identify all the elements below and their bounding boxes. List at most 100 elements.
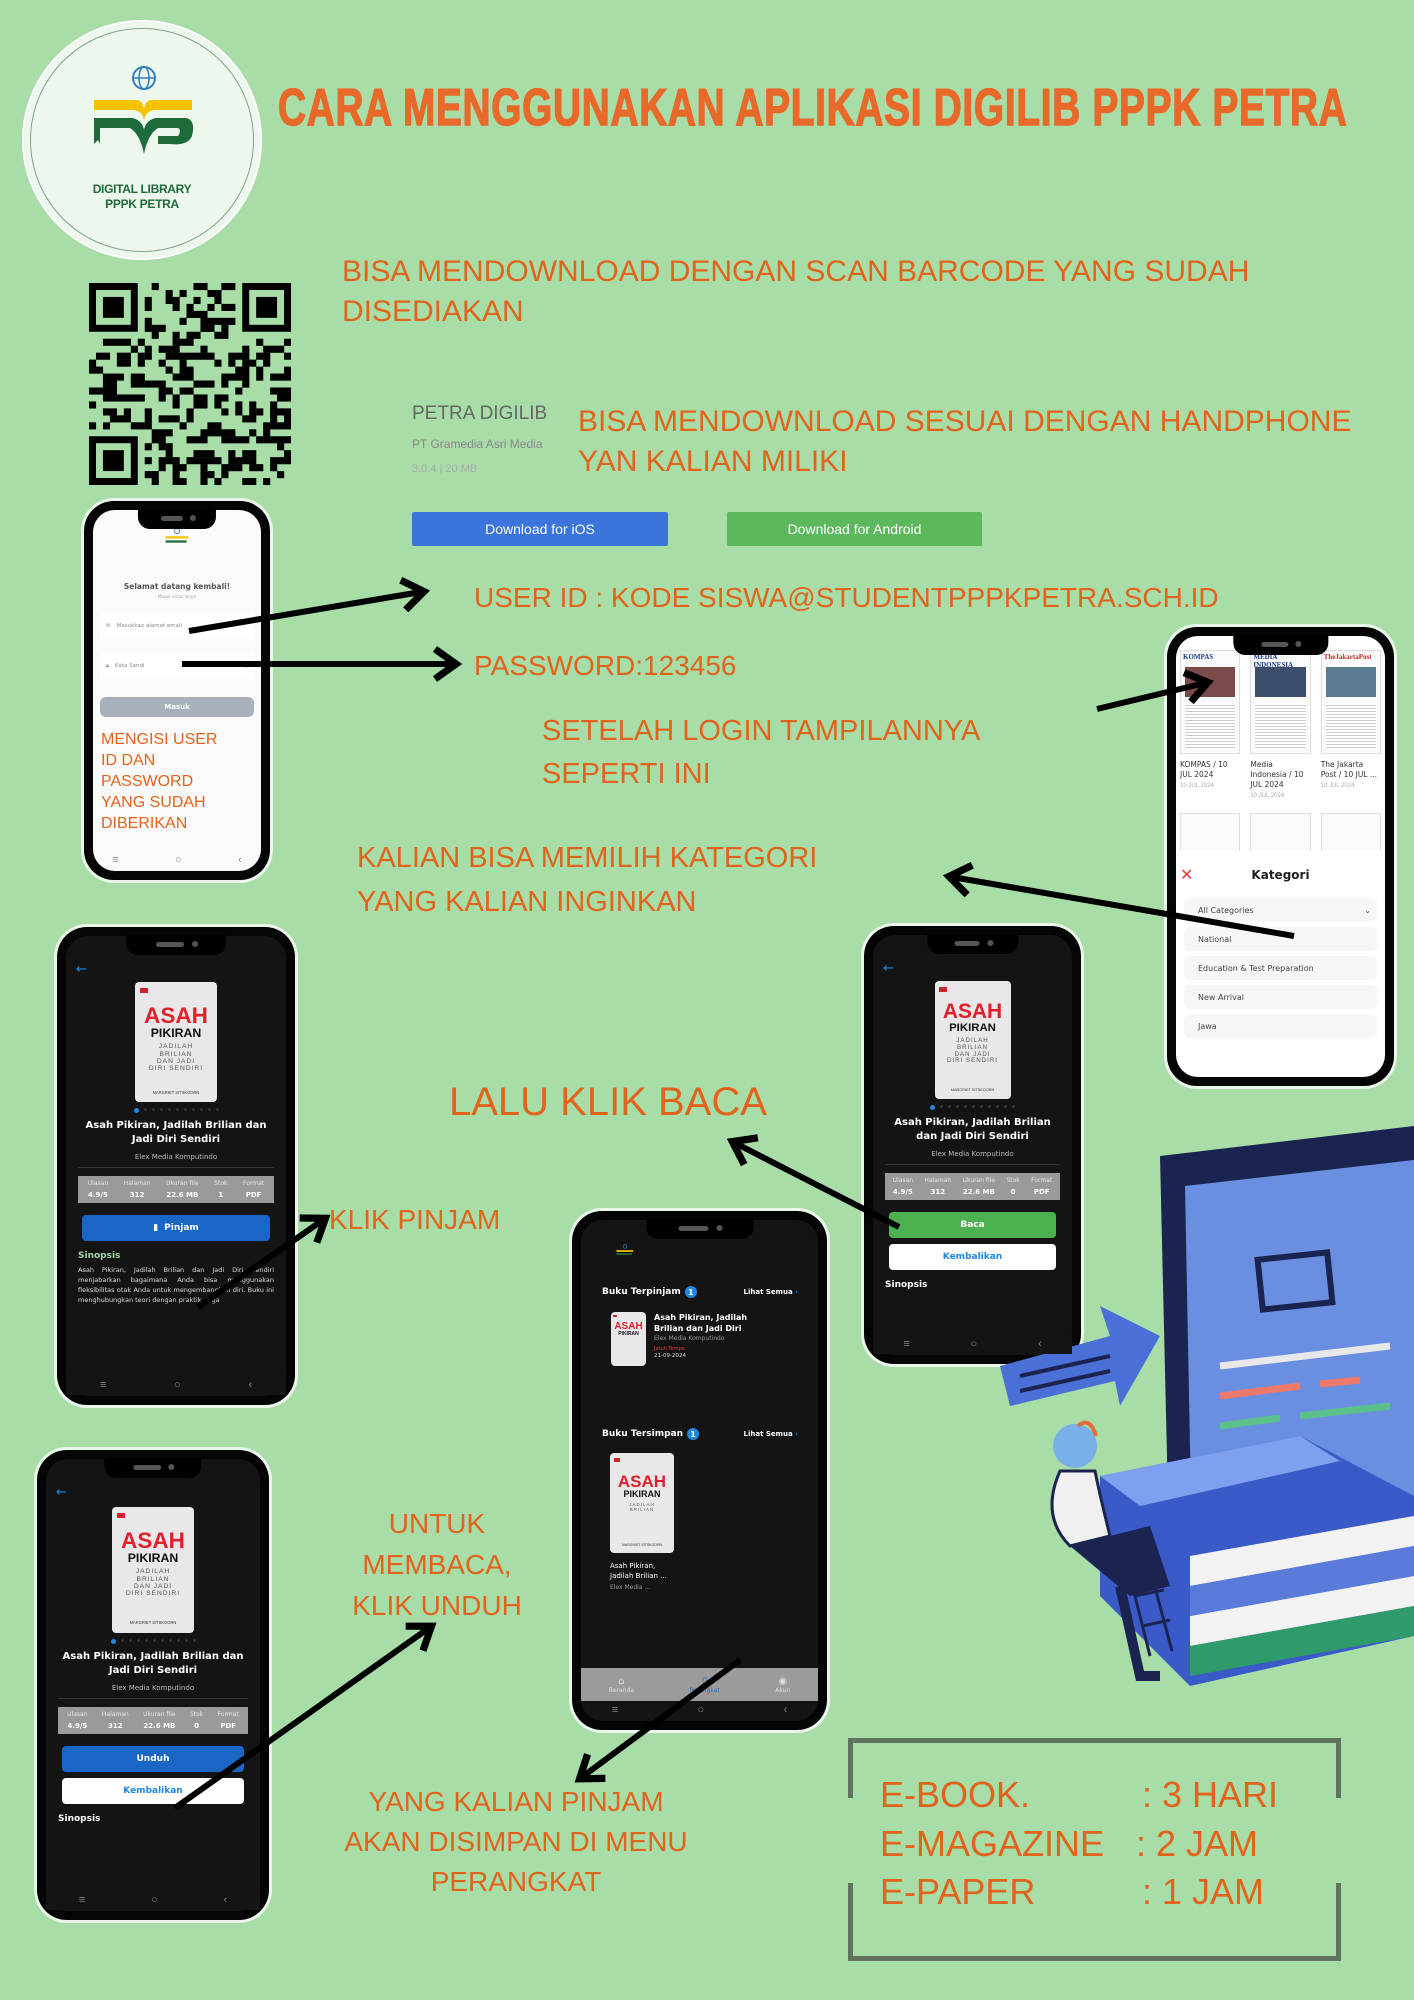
saved-book-title: Asah Pikiran, Jadilah Brilian ... <box>610 1562 667 1580</box>
step-scan-text: BISA MENDOWNLOAD DENGAN SCAN BARCODE YAN… <box>342 252 1249 332</box>
books-illustration <box>1100 1436 1414 1686</box>
cover-subtitle: DIRI SENDIRI <box>148 1065 204 1073</box>
cover-subtitle: JADILAH <box>956 1037 989 1044</box>
cover-subtitle: DAN JADI <box>156 1058 196 1066</box>
carousel-dots[interactable] <box>46 1639 260 1644</box>
back-arrow-icon[interactable]: ← <box>883 961 894 976</box>
stat-value: 4.9/5 <box>88 1191 108 1199</box>
chevron-right-icon: › <box>795 1288 798 1296</box>
menu-icon[interactable]: ≡ <box>112 854 119 866</box>
borrowed-book-title: Asah Pikiran, Jadilah Brilian dan Jadi D… <box>654 1313 748 1333</box>
category-item[interactable]: Education & Test Preparation <box>1184 956 1377 980</box>
download-android-button[interactable]: Download for Android <box>727 512 982 546</box>
home-icon[interactable]: ○ <box>697 1704 705 1716</box>
newspaper-item[interactable]: TheJakartaPost The Jakarta Post / 10 JUL… <box>1320 650 1381 799</box>
nav-bar: ≡ ○ ‹ <box>84 850 270 870</box>
text-line: UNTUK <box>388 1508 486 1539</box>
borrowed-book-publisher: Elex Media Komputindo <box>654 1335 725 1342</box>
close-icon[interactable]: ✕ <box>1180 867 1194 884</box>
logo-line-1: DIGITAL LIBRARY <box>92 182 192 196</box>
cover-title: ASAH <box>942 999 1003 1023</box>
text-line: DISEDIAKAN <box>342 295 524 328</box>
home-icon[interactable]: ○ <box>175 854 182 866</box>
eye-off-icon[interactable]: ◎ <box>243 663 248 669</box>
newspaper-date: 10 JUL 2024 <box>1320 783 1355 789</box>
synopsis-text: Asah Pikiran, Jadilah Brilian dan Jadi D… <box>78 1266 274 1304</box>
password-input[interactable]: 🔒︎Kata Sandi◎ <box>100 653 254 679</box>
kembalikan-button[interactable]: Kembalikan <box>889 1244 1056 1270</box>
home-icon[interactable]: ○ <box>174 1379 181 1391</box>
category-item[interactable]: Jawa <box>1184 1014 1377 1038</box>
menu-icon[interactable]: ≡ <box>78 1894 86 1906</box>
book-publisher: Elex Media Komputindo <box>111 1684 195 1692</box>
back-icon[interactable]: ‹ <box>783 1704 788 1716</box>
home-icon[interactable]: ○ <box>151 1894 158 1906</box>
text-line: YANG KALIAN INGINKAN <box>357 886 697 918</box>
back-arrow-icon[interactable]: ← <box>56 1485 67 1500</box>
see-all-saved-link[interactable]: Lihat Semua › <box>744 1430 798 1438</box>
step-after-login-text: SETELAH LOGIN TAMPILANNYA SEPERTI INI <box>542 710 980 796</box>
text-line: YAN KALIAN MILIKI <box>578 445 848 478</box>
stat-value: PDF <box>220 1722 237 1730</box>
tab-label: Beranda <box>608 1686 634 1694</box>
carousel-dots[interactable] <box>66 1108 286 1113</box>
carousel-dots[interactable] <box>873 1105 1072 1110</box>
category-item[interactable]: All Categories⌄ <box>1184 898 1377 922</box>
book-icon: ▮ <box>153 1223 159 1233</box>
back-icon[interactable]: ‹ <box>238 854 242 866</box>
see-all-label: Lihat Semua <box>743 1288 793 1296</box>
cover-author: MARGRIET SITSKOORN <box>950 1087 995 1092</box>
kembalikan-button[interactable]: Kembalikan <box>62 1778 244 1804</box>
back-icon[interactable]: ‹ <box>223 1894 228 1906</box>
qr-code[interactable] <box>89 283 291 485</box>
newspaper-caption: Media Indonesia / 10 JUL 2024 <box>1250 760 1304 789</box>
tab-akun[interactable]: ◉Akun <box>775 1676 790 1694</box>
stat-label: Ukuran file <box>143 1711 176 1718</box>
newspaper-item[interactable]: MEDIA INDONESIA Media Indonesia / 10 JUL… <box>1250 650 1311 799</box>
arrow-illustration <box>1000 1306 1160 1406</box>
menu-icon[interactable]: ≡ <box>99 1379 107 1391</box>
text-line: KALIAN BISA MEMILIH KATEGORI <box>357 842 818 874</box>
loan-type: E-PAPER <box>880 1871 1036 1912</box>
newspaper-caption: The Jakarta Post / 10 JUL ... <box>1320 760 1378 779</box>
category-item[interactable]: National <box>1184 927 1377 951</box>
baca-button[interactable]: Baca <box>889 1212 1056 1238</box>
unduh-button[interactable]: Unduh <box>62 1746 244 1772</box>
menu-icon[interactable]: ≡ <box>611 1704 619 1716</box>
app-meta: 3.0.4 | 20 MB <box>412 463 478 475</box>
button-label: Baca <box>960 1220 985 1230</box>
pinjam-button[interactable]: ▮Pinjam <box>82 1215 270 1241</box>
see-all-borrowed-link[interactable]: Lihat Semua › <box>744 1288 798 1296</box>
newspaper-thumb[interactable] <box>1320 813 1381 851</box>
tab-perangkat[interactable]: ▯Perangkat <box>690 1676 720 1694</box>
tab-beranda[interactable]: ⌂Beranda <box>609 1676 634 1694</box>
phone-icon: ▯ <box>701 1675 708 1687</box>
login-button[interactable]: Masuk <box>100 697 254 717</box>
newspaper-item[interactable]: KOMPAS KOMPAS / 10 JUL 2024 10 JUL 2024 <box>1180 650 1241 799</box>
newspaper-thumb[interactable] <box>1250 813 1311 851</box>
cover-subtitle: BRILIAN <box>957 1043 988 1051</box>
email-input[interactable]: ✉Masukkan alamat email <box>100 613 254 639</box>
back-icon[interactable]: ‹ <box>1037 1338 1042 1350</box>
back-icon[interactable]: ‹ <box>248 1379 253 1391</box>
back-arrow-icon[interactable]: ← <box>76 962 87 977</box>
stat-label: Ulasan <box>892 1177 914 1184</box>
home-icon[interactable]: ○ <box>970 1338 978 1350</box>
due-label: Jatuh Tempo <box>654 1346 685 1352</box>
cover-title-2: PIKIRAN <box>949 1021 996 1034</box>
newspaper-thumb[interactable] <box>1180 813 1241 851</box>
cover-title: ASAH <box>144 1002 208 1028</box>
download-ios-button[interactable]: Download for iOS <box>412 512 668 546</box>
text-line: AKAN DISIMPAN DI MENU <box>344 1826 688 1857</box>
newspaper-thumbnail: TheJakartaPost <box>1320 650 1381 754</box>
menu-icon[interactable]: ≡ <box>903 1338 910 1350</box>
category-item[interactable]: New Arrival <box>1184 985 1377 1009</box>
stat-value: 22.6 MB <box>962 1188 995 1196</box>
phone-notch <box>137 509 217 529</box>
